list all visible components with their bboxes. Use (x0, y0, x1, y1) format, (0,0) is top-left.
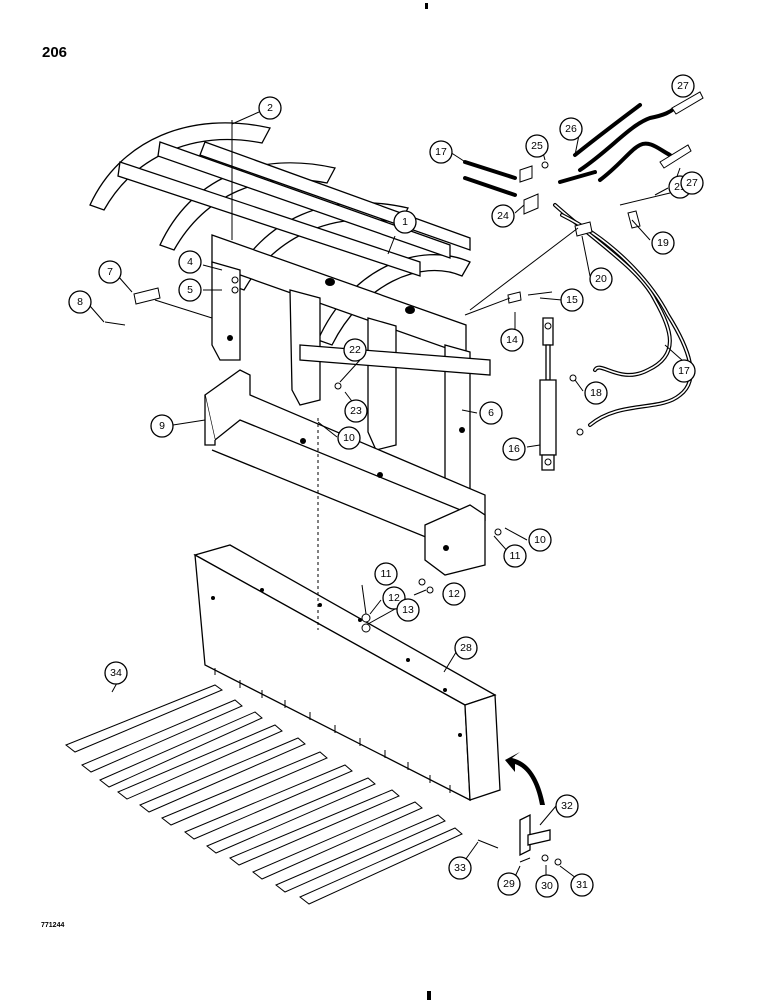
callout-31: 31 (570, 873, 594, 897)
callout-25: 25 (525, 134, 549, 158)
svg-text:26: 26 (565, 123, 577, 135)
callout-6: 6 (479, 401, 503, 425)
callout-11-right: 11 (503, 544, 527, 568)
svg-text:34: 34 (110, 667, 122, 679)
callout-15: 15 (560, 288, 584, 312)
svg-text:13: 13 (402, 604, 414, 616)
callout-24: 24 (491, 204, 515, 228)
svg-text:15: 15 (566, 294, 578, 306)
svg-text:12: 12 (448, 588, 460, 600)
svg-text:30: 30 (541, 880, 553, 892)
svg-text:16: 16 (508, 443, 520, 455)
callout-10-upper: 10 (337, 426, 361, 450)
callout-27-top: 27 (671, 74, 695, 98)
svg-text:11: 11 (510, 550, 521, 562)
hydraulic-hoses (463, 91, 704, 427)
bottom-registration-mark (427, 991, 431, 1000)
callout-14: 14 (500, 328, 524, 352)
svg-text:1: 1 (402, 216, 408, 228)
callout-17-right: 17 (672, 359, 696, 383)
svg-text:12: 12 (388, 592, 400, 604)
side-bracket (519, 813, 562, 866)
callout-30: 30 (535, 874, 559, 898)
callout-33: 33 (448, 856, 472, 880)
direction-arrow (505, 752, 545, 805)
tines (65, 684, 463, 905)
svg-text:5: 5 (187, 284, 193, 296)
bucket-back (193, 544, 501, 802)
svg-text:10: 10 (343, 432, 355, 444)
svg-text:2: 2 (267, 102, 273, 114)
fittings (519, 161, 549, 215)
callout-2: 2 (258, 96, 282, 120)
pin-33 (477, 839, 499, 849)
svg-text:9: 9 (159, 420, 165, 432)
callout-19: 19 (651, 231, 675, 255)
svg-text:21: 21 (674, 181, 686, 193)
page-number: 206 (42, 44, 68, 61)
callout-23: 23 (344, 399, 368, 423)
alignment-lines (154, 227, 579, 630)
svg-text:17: 17 (435, 146, 447, 158)
svg-text:29: 29 (503, 878, 515, 890)
svg-text:20: 20 (595, 273, 607, 285)
callout-12-right: 12 (442, 582, 466, 606)
grapple-arms (89, 122, 471, 356)
svg-text:19: 19 (657, 237, 669, 249)
svg-text:8: 8 (77, 296, 83, 308)
callout-29: 29 (497, 872, 521, 896)
callout-26: 26 (559, 117, 583, 141)
callout-17-top: 17 (429, 140, 453, 164)
callout-18: 18 (584, 381, 608, 405)
svg-text:14: 14 (506, 334, 518, 346)
svg-text:23: 23 (350, 405, 362, 417)
svg-text:11: 11 (381, 568, 392, 580)
svg-text:31: 31 (576, 879, 588, 891)
svg-text:24: 24 (497, 210, 509, 222)
small-parts (104, 120, 671, 633)
svg-text:10: 10 (534, 534, 546, 546)
callout-22: 22 (343, 338, 367, 362)
callout-5: 5 (178, 278, 202, 302)
svg-text:18: 18 (590, 387, 602, 399)
hydraulic-cylinder (539, 317, 557, 471)
svg-text:27: 27 (677, 80, 689, 92)
svg-text:25: 25 (531, 140, 543, 152)
svg-text:28: 28 (460, 642, 472, 654)
callout-10-lower: 10 (528, 528, 552, 552)
svg-text:17: 17 (678, 365, 690, 377)
callout-28: 28 (454, 636, 478, 660)
callout-8: 8 (68, 290, 92, 314)
top-registration-mark (425, 3, 428, 9)
callout-32: 32 (555, 794, 579, 818)
svg-text:33: 33 (454, 862, 466, 874)
callout-16: 16 (502, 437, 526, 461)
callout-27-right: 27 (680, 171, 704, 195)
drawing-id: 771244 (41, 922, 65, 929)
callout-34: 34 (104, 661, 128, 685)
callout-4: 4 (178, 250, 202, 274)
svg-text:6: 6 (488, 407, 494, 419)
svg-text:7: 7 (107, 266, 113, 278)
callout-7: 7 (98, 260, 122, 284)
svg-text:32: 32 (561, 800, 573, 812)
callout-11-center: 11 (374, 562, 398, 586)
callout-13: 13 (396, 598, 420, 622)
svg-text:27: 27 (686, 177, 698, 189)
callout-9: 9 (150, 414, 174, 438)
svg-text:22: 22 (349, 344, 361, 356)
callout-1: 1 (393, 210, 417, 234)
svg-text:4: 4 (187, 256, 193, 268)
callout-20: 20 (589, 267, 613, 291)
quick-attach-adapter (204, 369, 486, 576)
